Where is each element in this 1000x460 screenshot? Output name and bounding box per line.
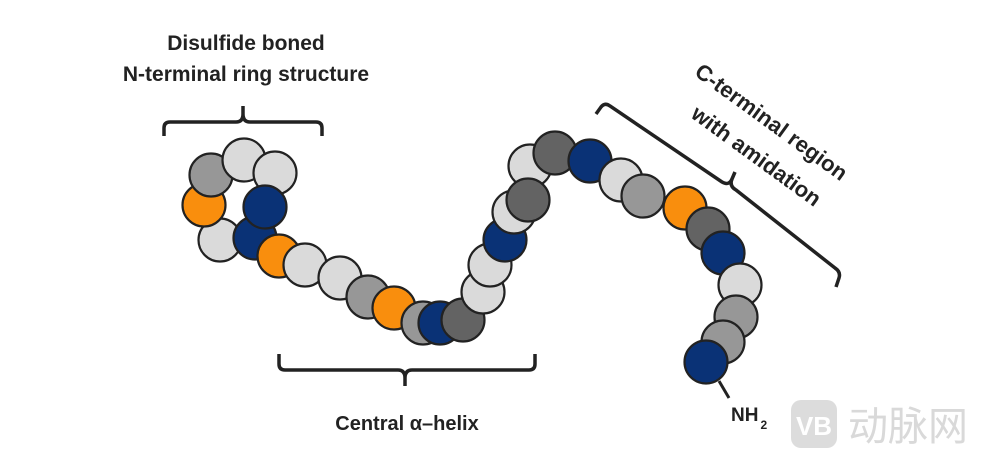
residue-bead-navy (242, 184, 288, 230)
cterm-bracket (594, 102, 842, 288)
helix-label: Central α–helix (335, 413, 478, 435)
residue-bead-navy (683, 339, 729, 385)
residue-bead-dark (505, 177, 551, 223)
ring-label-line2: N-terminal ring structure (123, 63, 369, 86)
nh-text: NH (731, 405, 758, 426)
watermark-text: 动脉网 (848, 404, 968, 450)
nh-subscript: 2 (760, 418, 767, 432)
peptide-chain (181, 130, 763, 385)
watermark: VB 动脉网 (791, 400, 968, 450)
watermark-logo: VB (796, 411, 832, 441)
ring-label-line1: Disulfide boned (167, 32, 325, 55)
helix-bracket (277, 354, 537, 386)
ring-bracket (162, 106, 324, 136)
amide-bond (717, 380, 731, 399)
residue-bead-mid (620, 173, 666, 219)
watermark-logo-box (791, 400, 837, 448)
